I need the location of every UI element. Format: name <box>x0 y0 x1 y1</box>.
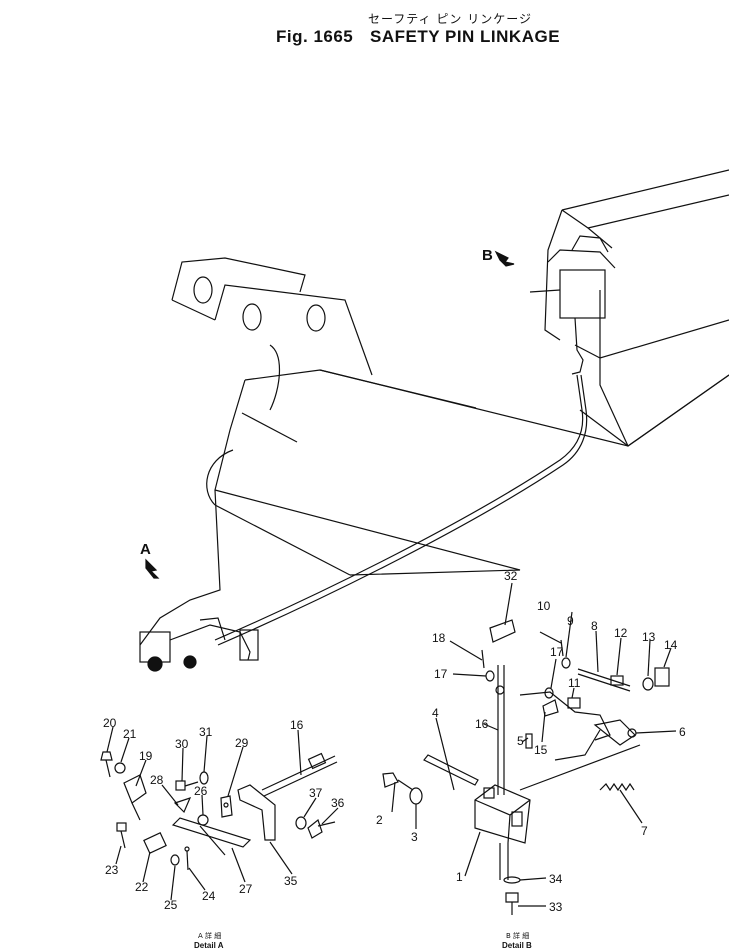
title-japanese: セーフティ ピン リンケージ <box>368 12 532 26</box>
callout-16-detail-a: 16 <box>290 718 304 732</box>
callout-26: 26 <box>194 784 208 798</box>
detail-b-parts <box>382 619 670 915</box>
callout-36: 36 <box>331 796 345 810</box>
detail-a-parts <box>100 751 338 871</box>
figure-number: Fig. 1665 <box>276 27 354 46</box>
callout-37: 37 <box>309 786 323 800</box>
detail-a-caption-jp: A 詳 細 <box>198 931 221 940</box>
callout-7: 7 <box>641 824 648 838</box>
figure-title: SAFETY PIN LINKAGE <box>370 27 561 46</box>
callout-14: 14 <box>664 638 678 652</box>
callout-15: 15 <box>534 743 548 757</box>
callout-12: 12 <box>614 626 628 640</box>
callout-33: 33 <box>549 900 563 914</box>
callout-24: 24 <box>202 889 216 903</box>
detail-a-caption: Detail A <box>194 941 224 950</box>
callout-2: 2 <box>376 813 383 827</box>
callout-30: 30 <box>175 737 189 751</box>
callout-31: 31 <box>199 725 213 739</box>
callout-19: 19 <box>139 749 153 763</box>
view-letter-b: B <box>482 247 493 264</box>
callout-5: 5 <box>517 734 524 748</box>
callout-numbers: 1 2 3 4 5 6 7 8 9 10 11 12 13 14 15 16 1… <box>103 569 686 914</box>
callout-10: 10 <box>537 599 551 613</box>
callout-13: 13 <box>642 630 656 644</box>
callout-4: 4 <box>432 706 439 720</box>
view-marker-b: B <box>482 247 515 267</box>
callout-3: 3 <box>411 830 418 844</box>
machine-frame-drawing <box>139 169 729 646</box>
detail-captions: A 詳 細 Detail A B 詳 細 Detail B <box>194 931 532 950</box>
callout-20: 20 <box>103 716 117 730</box>
callout-28: 28 <box>150 773 164 787</box>
callout-21: 21 <box>123 727 137 741</box>
detail-b-caption: Detail B <box>502 941 532 950</box>
callout-17-left: 17 <box>434 667 448 681</box>
callout-32: 32 <box>504 569 518 583</box>
callout-34: 34 <box>549 872 563 886</box>
view-letter-a: A <box>140 541 151 558</box>
callout-29: 29 <box>235 736 249 750</box>
cable-route-drawing <box>139 235 616 672</box>
callout-27: 27 <box>239 882 253 896</box>
callout-16-detail-b: 16 <box>475 717 489 731</box>
callout-35: 35 <box>284 874 298 888</box>
callout-17-right: 17 <box>550 645 564 659</box>
callout-1: 1 <box>456 870 463 884</box>
callout-23: 23 <box>105 863 119 877</box>
callout-leaders <box>106 582 677 907</box>
view-marker-a: A <box>140 541 160 579</box>
callout-18: 18 <box>432 631 446 645</box>
callout-25: 25 <box>164 898 178 912</box>
callout-9: 9 <box>567 614 574 628</box>
callout-8: 8 <box>591 619 598 633</box>
callout-11: 11 <box>568 676 581 690</box>
callout-22: 22 <box>135 880 149 894</box>
callout-6: 6 <box>679 725 686 739</box>
detail-b-caption-jp: B 詳 細 <box>506 931 529 940</box>
